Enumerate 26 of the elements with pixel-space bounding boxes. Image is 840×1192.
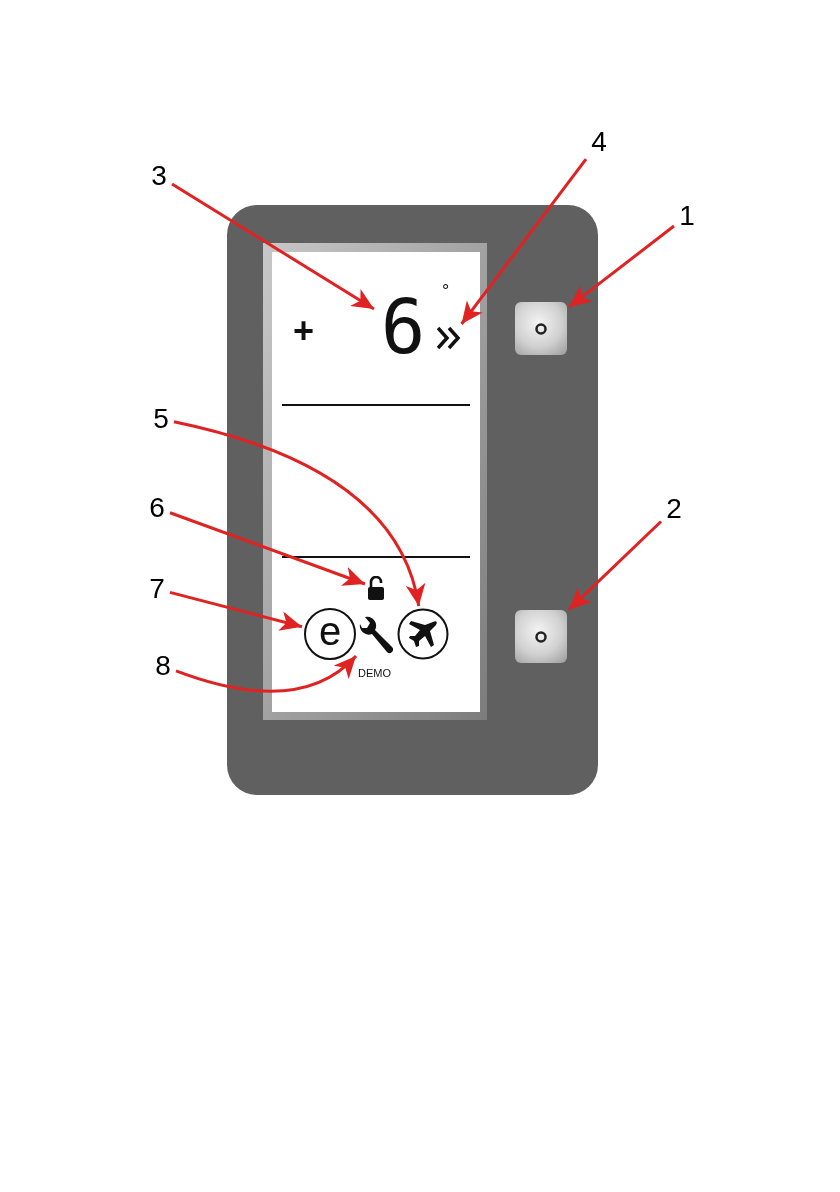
leader-line [567, 520, 663, 611]
callout-number: 3 [148, 160, 170, 192]
padlock-icon [367, 576, 385, 600]
push-button [515, 610, 567, 663]
leader-line [568, 224, 675, 309]
wrench-icon [357, 616, 393, 654]
callout-number: 8 [152, 650, 174, 682]
leader-line [171, 182, 375, 311]
airplane-icon [397, 608, 449, 660]
callout-number: 2 [663, 493, 685, 525]
leader-line [169, 511, 366, 586]
callout-number: 7 [146, 573, 168, 605]
callout-number: 1 [676, 200, 698, 232]
leader-line [175, 654, 358, 693]
degree-sign: ° [442, 282, 450, 300]
plus-sign: + [293, 313, 315, 349]
leader-line [460, 158, 588, 325]
segment-digit: 6 [376, 290, 430, 364]
leader-line [173, 420, 424, 607]
callout-number: 5 [150, 403, 172, 435]
callout-number: 6 [146, 492, 168, 524]
push-button [515, 302, 567, 355]
mode-label: DEMO [358, 668, 391, 679]
callout-number: 4 [588, 126, 610, 158]
mode-symbol: e [304, 608, 356, 660]
leader-line [169, 590, 303, 631]
